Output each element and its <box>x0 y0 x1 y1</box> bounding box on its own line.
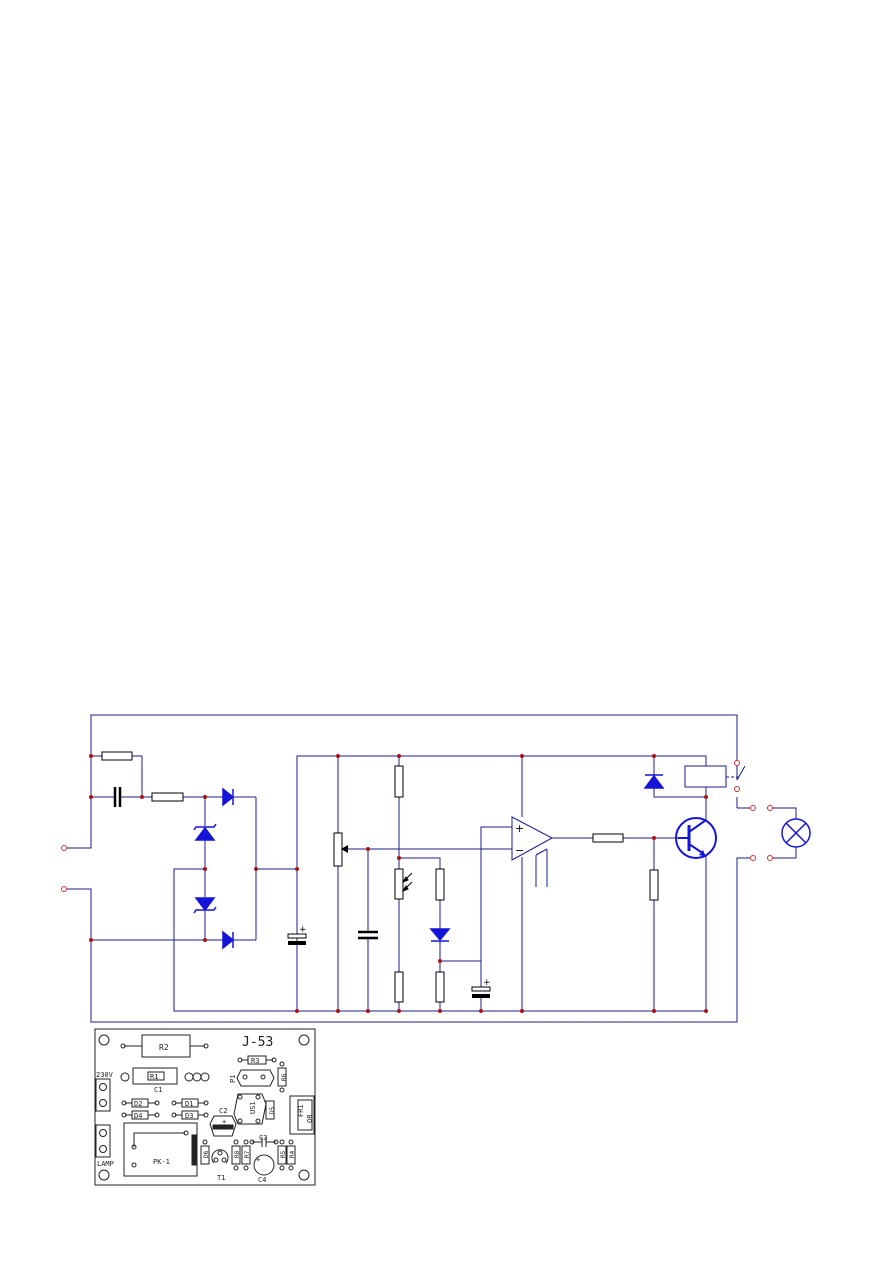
label-c4: C4 <box>258 1176 266 1184</box>
terminals <box>61 760 773 892</box>
label-t1: T1 <box>217 1174 225 1182</box>
relay-switch-icon <box>726 765 746 781</box>
input-terminal <box>61 886 67 892</box>
input-terminal <box>61 845 67 851</box>
resistor-icon <box>101 751 133 761</box>
label-d4: D4 <box>134 1112 142 1120</box>
label-c2-plus: + <box>222 1118 226 1126</box>
potentiometer-wiper-icon <box>341 845 348 853</box>
label-d1: D1 <box>185 1100 193 1108</box>
relay-coil-icon <box>684 765 727 788</box>
opamp-minus-label: − <box>515 844 524 857</box>
resistor-icon <box>435 868 445 901</box>
cap-plus-label: + <box>299 925 307 935</box>
zener-diode-icon <box>193 823 217 841</box>
label-r5: R5 <box>280 1150 287 1158</box>
cap-plus-label: + <box>483 978 491 988</box>
pcb-labels: J-53 R2 R3 R1 C1 P1 R6 230V D2 D1 D4 D3 … <box>96 1035 314 1184</box>
label-r4: R4 <box>289 1150 296 1158</box>
label-r3: R3 <box>251 1057 259 1065</box>
zener-diode-icon <box>193 897 217 914</box>
label-r6: R6 <box>281 1073 288 1081</box>
light-arrows-icon <box>401 872 413 893</box>
opamp-plus-label: + <box>515 822 524 835</box>
label-d3: D3 <box>185 1112 193 1120</box>
label-r8: R8 <box>234 1150 241 1158</box>
label-230v: 230V <box>96 1071 114 1079</box>
label-r7: R7 <box>244 1150 251 1158</box>
op-amp-icon: + − <box>511 816 554 861</box>
label-fr1-ob: OB <box>306 1115 314 1123</box>
resistor-icon <box>592 833 624 843</box>
resistor-icon <box>435 971 445 1003</box>
potentiometer-icon <box>333 832 343 867</box>
label-d2: D2 <box>134 1100 142 1108</box>
pcb-outline <box>94 1028 316 1186</box>
diode-icon <box>643 774 665 789</box>
label-d5: D5 <box>269 1106 276 1114</box>
photoresistor-icon <box>394 868 404 900</box>
electrolytic-capacitor-icon: + <box>287 925 307 945</box>
diode-icon <box>222 787 235 807</box>
label-d6: D6 <box>203 1150 210 1158</box>
label-lamp: LAMP <box>97 1160 114 1168</box>
diode-icon <box>429 928 451 942</box>
label-r2: R2 <box>159 1043 169 1052</box>
diode-icon <box>222 930 235 950</box>
electrolytic-capacitor-icon: + <box>471 978 491 998</box>
lamp-icon <box>781 818 811 848</box>
label-pk1: PK-1 <box>153 1158 170 1166</box>
resistor-icon <box>151 792 184 802</box>
label-c3: C3 <box>259 1134 267 1142</box>
capacitor-icon <box>358 930 378 940</box>
label-c1: C1 <box>154 1086 162 1094</box>
resistor-icon <box>394 765 404 798</box>
pcb-layout <box>94 1028 316 1186</box>
resistor-icon <box>394 971 404 1003</box>
label-c4-plus: + <box>256 1156 260 1164</box>
pcb-title: J-53 <box>242 1035 273 1050</box>
label-p1: P1 <box>229 1075 237 1083</box>
label-fr1: FR1 <box>297 1104 305 1117</box>
label-us1: US1 <box>249 1101 257 1114</box>
label-r1: R1 <box>150 1073 158 1081</box>
resistors <box>101 751 727 1003</box>
resistor-icon <box>649 869 659 901</box>
label-c2: C2 <box>219 1107 227 1115</box>
npn-transistor-icon <box>675 817 717 859</box>
diodes <box>193 774 665 950</box>
junctions <box>89 754 708 1013</box>
capacitor-icon <box>113 787 122 807</box>
schematic <box>66 714 797 1023</box>
outer-border-wire-bottom <box>90 857 750 1023</box>
